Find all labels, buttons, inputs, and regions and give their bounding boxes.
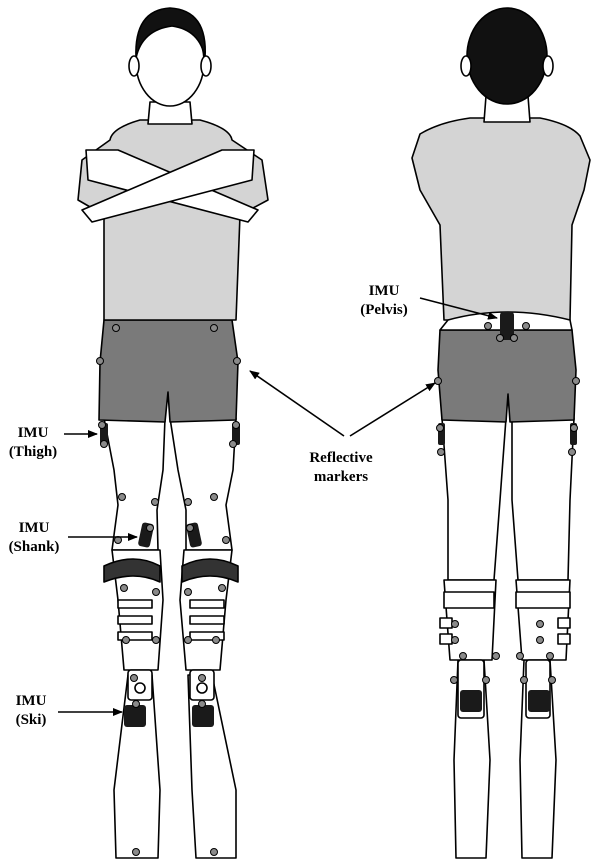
back-head xyxy=(466,7,548,105)
back-pelvis-imu xyxy=(500,312,514,340)
arrow-markers-back xyxy=(349,382,436,437)
label-imu-ski-line2: (Ski) xyxy=(15,712,47,728)
back-reflective-markers xyxy=(434,322,580,684)
front-right-ski xyxy=(187,674,237,859)
label-imu-shank: IMU (Shank) xyxy=(2,519,66,557)
label-imu-ski-line1: IMU xyxy=(15,693,47,709)
front-reflective-markers xyxy=(96,324,241,856)
arrow-imu-pelvis xyxy=(419,297,498,320)
back-ski-imu-left xyxy=(460,690,482,712)
back-ski-imu-right xyxy=(528,690,550,712)
back-shirt xyxy=(411,117,591,321)
label-imu-thigh-line2: (Thigh) xyxy=(8,444,58,460)
front-ski-imu-right xyxy=(192,705,214,727)
label-imu-thigh: IMU (Thigh) xyxy=(2,424,64,462)
label-imu-pelvis: IMU (Pelvis) xyxy=(348,282,420,320)
back-imu-sensors xyxy=(438,312,577,712)
front-shorts xyxy=(98,319,239,423)
label-imu-thigh-line1: IMU xyxy=(17,425,49,441)
back-shorts xyxy=(437,329,577,423)
back-left-leg xyxy=(441,417,507,581)
arrow-markers-front xyxy=(249,370,345,437)
label-reflective-markers-line1: Reflective xyxy=(309,450,373,466)
front-right-leg xyxy=(169,417,237,551)
front-ski-imu-left xyxy=(124,705,146,727)
back-right-leg xyxy=(511,417,575,581)
annotation-arrows xyxy=(58,297,498,716)
label-reflective-markers-line2: markers xyxy=(313,469,369,485)
label-imu-ski: IMU (Ski) xyxy=(4,692,58,730)
front-thigh-imu-right xyxy=(232,423,240,445)
front-view-figure xyxy=(77,7,269,859)
label-reflective-markers: Reflective markers xyxy=(294,449,388,487)
label-imu-shank-line2: (Shank) xyxy=(8,539,60,555)
label-imu-pelvis-line2: (Pelvis) xyxy=(360,302,408,318)
label-imu-pelvis-line1: IMU xyxy=(368,283,400,299)
front-left-leg xyxy=(103,417,166,551)
label-imu-shank-line1: IMU xyxy=(18,520,50,536)
